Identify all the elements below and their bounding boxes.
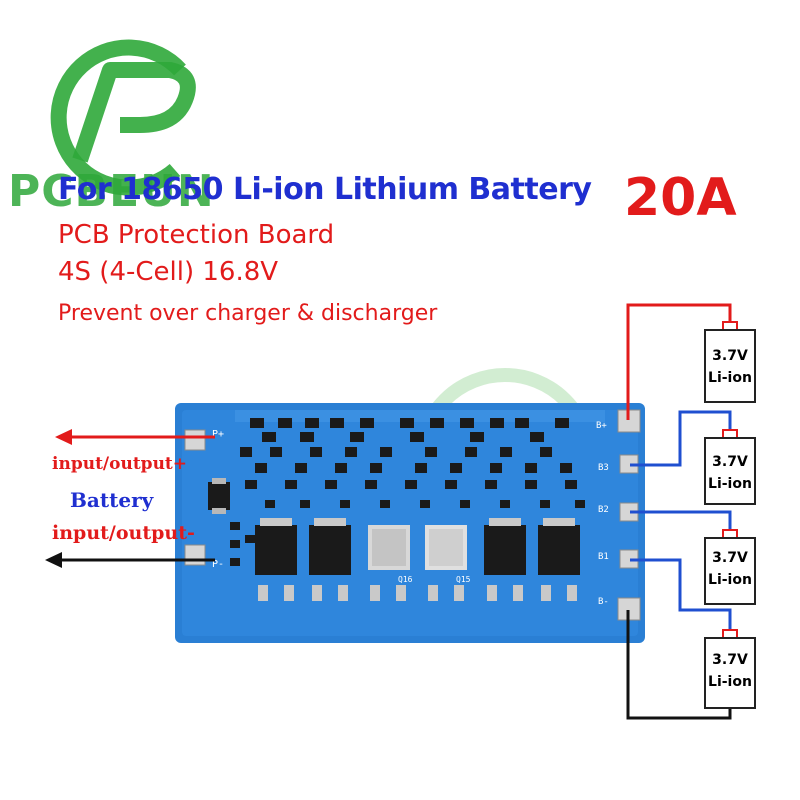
positive-io-label: input/output+ [52, 454, 188, 474]
brand-logo [50, 39, 196, 196]
product-config: 4S (4-Cell) 16.8V [58, 257, 279, 287]
pad-label-b-plus: B+ [596, 421, 607, 431]
negative-wire [626, 610, 732, 720]
cell-voltage-label: 3.7V [712, 550, 748, 566]
mosfet-row [255, 518, 580, 575]
cell-type-label: Li-ion [708, 476, 752, 492]
cell-voltage-label: 3.7V [712, 652, 748, 668]
output-positive-arrow [55, 429, 215, 445]
balance-wire-b2 [630, 510, 732, 530]
board-mark-q15: Q15 [456, 575, 471, 584]
pad-label-b3: B3 [598, 463, 609, 473]
cell-voltage-label: 3.7V [712, 348, 748, 364]
negative-io-label: input/output- [52, 522, 195, 544]
pad-label-b1: B1 [598, 552, 609, 562]
battery-cell: 3.7V Li-ion [704, 529, 756, 605]
battery-cell: 3.7V Li-ion [704, 321, 756, 403]
current-rating: 20A [624, 168, 737, 228]
balance-wire-b1 [630, 558, 732, 630]
pcb-board: P+ P- B+ B3 B2 B1 B- Q16 Q15 [175, 403, 645, 643]
cell-type-label: Li-ion [708, 674, 752, 690]
positive-wire [626, 303, 732, 420]
cell-type-label: Li-ion [708, 370, 752, 386]
battery-cell: 3.7V Li-ion [704, 429, 756, 505]
pad-label-p-minus: P- [212, 559, 224, 570]
pad-label-p-plus: P+ [212, 429, 224, 440]
balance-wire-b3 [630, 410, 732, 467]
output-negative-arrow [45, 552, 215, 568]
cell-voltage-label: 3.7V [712, 454, 748, 470]
pad-label-b-minus: B- [598, 597, 609, 607]
brand-wordmark: PCBEUN [8, 166, 215, 217]
battery-label: Battery [70, 488, 154, 512]
cell-type-label: Li-ion [708, 572, 752, 588]
product-subtitle: PCB Protection Board [58, 220, 335, 250]
pad-label-b2: B2 [598, 505, 609, 515]
board-mark-q16: Q16 [398, 575, 413, 584]
product-title: For 18650 Li-ion Lithium Battery [58, 172, 592, 207]
battery-cell: 3.7V Li-ion [704, 629, 756, 709]
product-feature: Prevent over charger & discharger [58, 301, 438, 326]
